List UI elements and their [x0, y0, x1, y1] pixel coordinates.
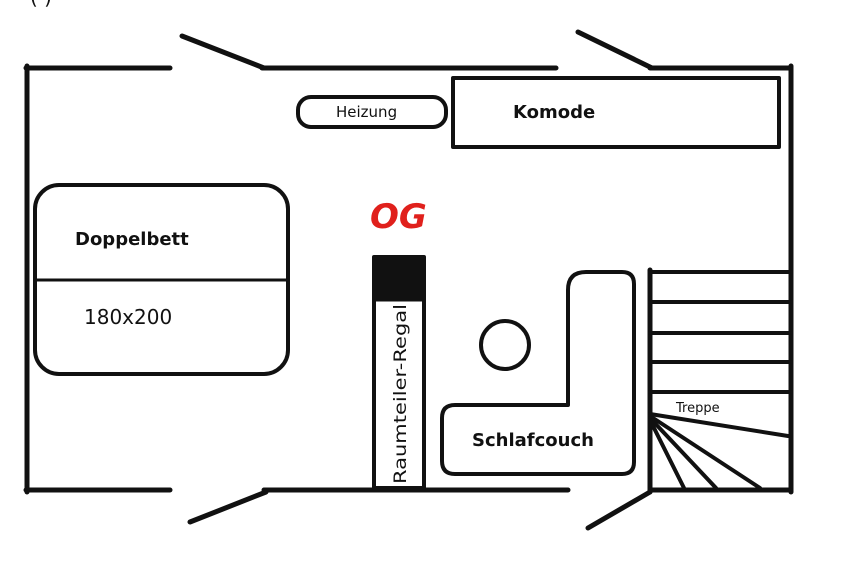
schlafcouch-label: Schlafcouch [472, 430, 594, 451]
shelf-body [372, 255, 426, 490]
doppelbett-shape [33, 183, 290, 376]
walls [23, 63, 794, 495]
header-fragment: ( ) [30, 0, 52, 9]
doors [179, 29, 655, 531]
stair-winder-4 [648, 418, 686, 490]
komode-shape [451, 76, 781, 149]
komode-label: Komode [513, 102, 595, 123]
treppe-label: Treppe [675, 401, 720, 416]
heizung-shape [296, 95, 448, 129]
floor-label: OG [370, 197, 427, 237]
raumteiler-label: Raumteiler-Regal [391, 304, 411, 484]
door-top-right [575, 29, 655, 71]
heizung-label: Heizung [336, 103, 397, 121]
shelf-top-block [373, 256, 425, 302]
schlafcouch-shape [440, 270, 636, 476]
door-bottom-left [187, 489, 269, 525]
stair-winder-1 [648, 412, 790, 438]
round-table-shape [479, 319, 531, 371]
stair-winder-2 [648, 414, 762, 490]
door-bottom-right [585, 489, 653, 531]
raumteiler-shape [372, 255, 426, 490]
stair-winder-3 [648, 416, 718, 490]
bed-frame [33, 183, 290, 376]
treppe-shape [647, 267, 792, 495]
door-top-left [179, 33, 267, 71]
bett-masse-label: 180x200 [84, 305, 172, 329]
doppelbett-label: Doppelbett [75, 229, 189, 250]
